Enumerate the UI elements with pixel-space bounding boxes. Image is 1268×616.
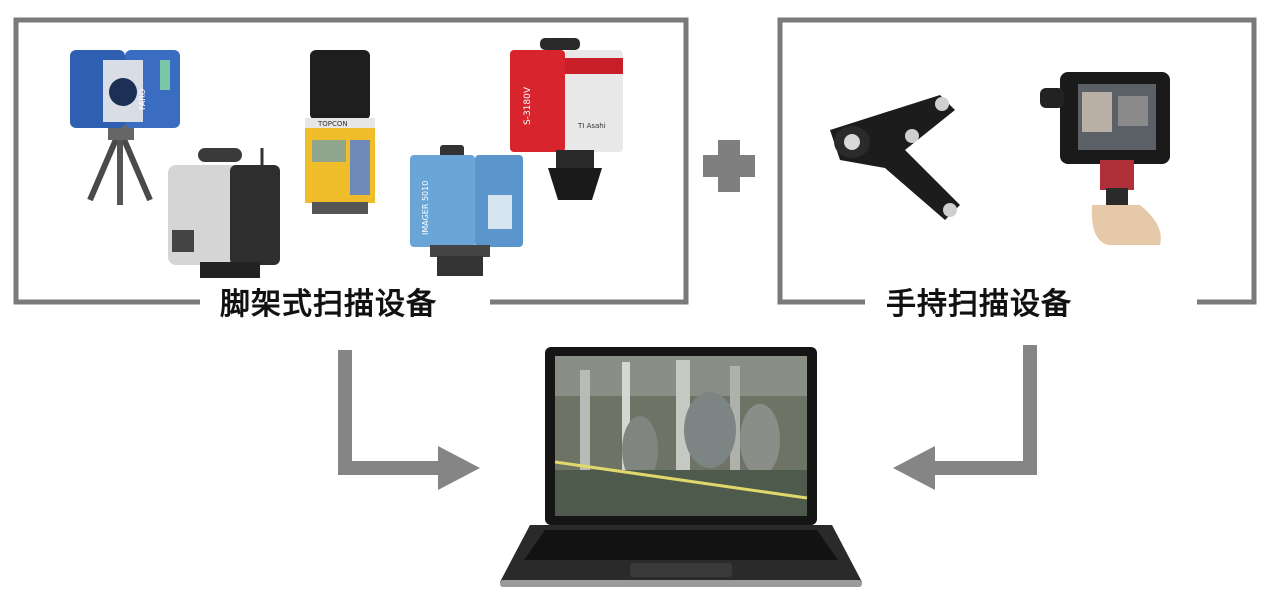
laptop-icon bbox=[500, 347, 862, 587]
arrow-left-to-laptop bbox=[338, 350, 480, 490]
tripod-scanners-label: 脚架式扫描设备 bbox=[206, 285, 451, 325]
svg-text:S-3180V: S-3180V bbox=[523, 86, 533, 125]
handheld-scanners-frame bbox=[777, 17, 1257, 305]
svg-text:IMAGER 5010: IMAGER 5010 bbox=[421, 181, 430, 235]
tripod-scanners-frame bbox=[13, 17, 689, 305]
faro-scanner-image: FARO bbox=[70, 50, 180, 205]
handheld-scanners-label: 手持扫描设备 bbox=[872, 285, 1086, 325]
plus-icon bbox=[703, 140, 755, 192]
topcon-scanner-image: TOPCON bbox=[305, 50, 375, 214]
svg-text:FARO: FARO bbox=[138, 89, 147, 110]
svg-text:TI Asahi: TI Asahi bbox=[577, 122, 606, 130]
arrow-right-to-laptop bbox=[893, 345, 1037, 490]
ti-asahi-scanner-image: S-3180V TI Asahi bbox=[510, 38, 623, 200]
tablet-handheld-scanner-image bbox=[1040, 72, 1170, 245]
imager-scanner-image: IMAGER 5010 bbox=[410, 145, 523, 276]
y-handheld-scanner-image bbox=[830, 95, 960, 220]
svg-text:TOPCON: TOPCON bbox=[317, 120, 348, 128]
leica-scanner-image bbox=[168, 148, 280, 278]
